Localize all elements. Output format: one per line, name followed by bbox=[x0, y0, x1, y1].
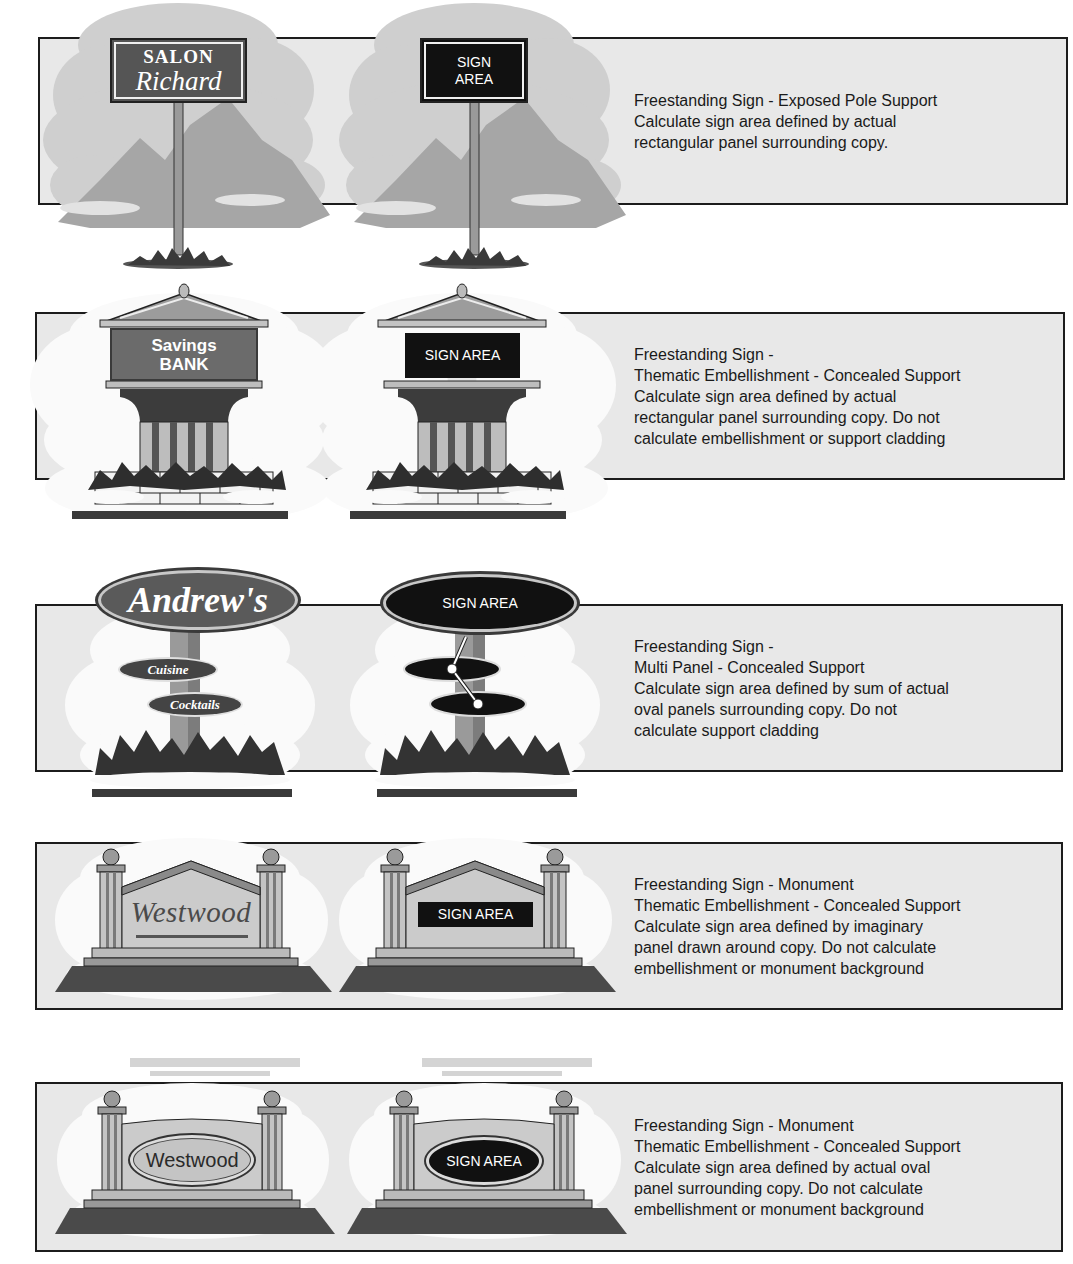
oval-ring bbox=[386, 577, 574, 629]
pole-sign-backdrop bbox=[43, 3, 330, 269]
thematic-sign-structure bbox=[308, 284, 616, 519]
description-text: Freestanding Sign - Monument bbox=[634, 1115, 854, 1136]
oval-ring bbox=[120, 659, 216, 680]
copy-underline bbox=[136, 935, 248, 938]
sign-copy: SIGN AREA bbox=[438, 906, 513, 923]
sign-copy: Savings BANK bbox=[139, 336, 229, 374]
description-text: Freestanding Sign - Monument bbox=[634, 874, 854, 895]
sign-panel-blank bbox=[404, 657, 500, 681]
description-text: Thematic Embellishment - Concealed Suppo… bbox=[634, 365, 960, 386]
sign-copy: SIGN AREA bbox=[444, 54, 504, 88]
sign-area-oval: SIGN AREA bbox=[424, 1135, 544, 1187]
sign-copy: SIGN AREA bbox=[446, 1153, 521, 1170]
description-text: Calculate sign area defined by actual re… bbox=[634, 386, 963, 449]
thematic-sign-structure bbox=[30, 284, 338, 519]
sign-area-panel: SIGN AREA bbox=[405, 333, 520, 378]
oval-sign-panel: Cuisine bbox=[118, 657, 218, 682]
description-text: Calculate sign area defined by imaginary… bbox=[634, 916, 963, 979]
sign-copy: Cuisine bbox=[147, 662, 188, 677]
monument-structure bbox=[339, 838, 616, 1000]
oval-ring bbox=[424, 1135, 544, 1187]
sign-copy: SIGN AREA bbox=[442, 595, 517, 612]
description-text: Calculate sign area defined by actual ov… bbox=[634, 1157, 963, 1220]
description-text: Freestanding Sign - bbox=[634, 636, 774, 657]
multi-panel-structure bbox=[65, 605, 315, 797]
sign-panel-blank bbox=[430, 692, 526, 716]
description-text: Calculate sign area defined by actual re… bbox=[634, 111, 963, 153]
oval-ring bbox=[426, 1137, 542, 1185]
sign-copy: Westwood bbox=[131, 896, 252, 928]
oval-ring bbox=[118, 657, 218, 682]
sign-copy: Richard bbox=[136, 67, 222, 95]
oval-sign-panel: Andrew's bbox=[95, 567, 301, 633]
oval-ring bbox=[95, 567, 301, 633]
oval-ring bbox=[128, 1133, 256, 1187]
oval-ring bbox=[429, 1140, 539, 1182]
oval-sign-panel: Cocktails bbox=[147, 692, 243, 717]
monument-structure bbox=[55, 838, 332, 1000]
sign-copy: SALON bbox=[143, 46, 213, 67]
leader-line bbox=[473, 699, 483, 709]
oval-ring bbox=[134, 1139, 250, 1181]
description-text: Thematic Embellishment - Concealed Suppo… bbox=[634, 895, 960, 916]
description-text: Thematic Embellishment - Concealed Suppo… bbox=[634, 1136, 960, 1157]
monument-copy: Westwood bbox=[121, 892, 261, 932]
sign-panel: Savings BANK bbox=[110, 328, 258, 381]
sign-copy: Andrew's bbox=[128, 580, 268, 620]
sign-copy: Westwood bbox=[146, 1149, 239, 1172]
oval-ring bbox=[133, 1138, 251, 1182]
description-text: Calculate sign area defined by sum of ac… bbox=[634, 678, 963, 741]
sign-area-oval: SIGN AREA bbox=[380, 571, 580, 635]
oval-ring bbox=[380, 571, 580, 635]
description-text: Multi Panel - Concealed Support bbox=[634, 657, 864, 678]
oval-ring bbox=[101, 573, 295, 627]
oval-monument-structure bbox=[55, 1058, 335, 1239]
leader-line bbox=[447, 664, 457, 674]
oval-ring bbox=[383, 574, 577, 632]
description-text: Freestanding Sign - bbox=[634, 344, 774, 365]
leader-line bbox=[447, 637, 483, 709]
sign-area-panel: SIGN AREA bbox=[420, 38, 528, 103]
sign-area-panel: SIGN AREA bbox=[418, 902, 533, 927]
pole-sign-backdrop bbox=[339, 3, 626, 269]
description-text: Freestanding Sign - Exposed Pole Support bbox=[634, 90, 937, 111]
oval-monument-structure bbox=[347, 1058, 627, 1239]
oval-ring bbox=[98, 570, 298, 630]
oval-ring bbox=[147, 692, 243, 717]
sign-panel: SALONRichard bbox=[110, 38, 247, 103]
oval-ring bbox=[149, 694, 241, 715]
oval-ring bbox=[130, 1135, 254, 1185]
sign-copy: SIGN AREA bbox=[425, 347, 500, 364]
oval-sign-panel: Westwood bbox=[128, 1133, 256, 1187]
sign-copy: Cocktails bbox=[170, 697, 220, 712]
